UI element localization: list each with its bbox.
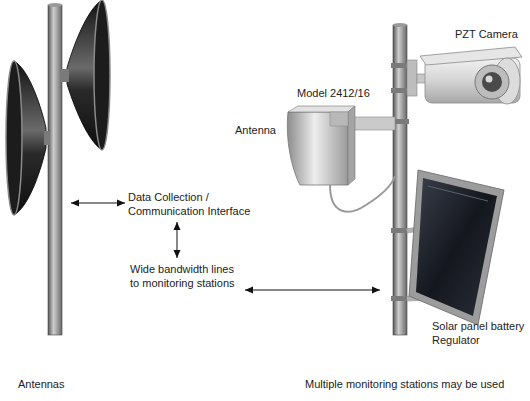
solar-panel-cells: [416, 178, 497, 316]
pole-cap: [393, 23, 407, 27]
arrow-head: [245, 287, 253, 294]
node-text: Data Collection / Communication Interfac…: [128, 190, 268, 218]
part-label: Antenna: [235, 123, 276, 137]
node-text: Wide bandwidth lines to monitoring stati…: [130, 262, 240, 290]
antenna-station: Antennas: [0, 0, 68, 400]
pole-cap: [48, 3, 62, 7]
part-label: PZT Camera: [455, 27, 518, 41]
arrow-line: [177, 222, 178, 258]
arrow-head: [174, 222, 181, 230]
arrow-line: [245, 290, 380, 291]
solar-panel-frame: [409, 170, 504, 325]
arrow-head: [71, 200, 79, 207]
model-label: Model 2412/16: [297, 86, 370, 100]
double-arrow: [71, 200, 125, 207]
camera-lens-ring: [475, 65, 509, 99]
panel-highlight: [428, 186, 488, 201]
clamp-band: [391, 228, 409, 233]
antenna-pole: [48, 5, 62, 335]
node-text: Antennas: [18, 377, 64, 391]
camera-bracket: [407, 60, 417, 96]
arrow-head: [174, 250, 181, 258]
antenna-box-side: [348, 106, 355, 185]
clamp-band: [391, 296, 409, 301]
clamp-band: [391, 88, 409, 93]
dish-rim: [6, 61, 22, 215]
node-text: Multiple monitoring stations may be used: [305, 377, 504, 391]
double-arrow: [245, 287, 380, 294]
double-arrow: [174, 222, 181, 258]
dish-mount: [60, 69, 69, 82]
interface-text-node: Data Collection / Communication Interfac…: [128, 190, 268, 218]
antenna-box-top: [288, 106, 355, 112]
antenna-mount-plate: [330, 112, 348, 126]
antenna-cable: [330, 176, 395, 212]
arrow-head: [372, 287, 380, 294]
antenna-box: [287, 112, 348, 185]
station-pole: [393, 25, 407, 335]
arrow-line: [71, 203, 125, 204]
camera-housing: [425, 58, 520, 103]
arrow-head: [117, 200, 125, 207]
antenna-bracket: [352, 117, 395, 130]
part-label: Solar panel battery Regulator: [432, 319, 530, 347]
dish-rim: [94, 0, 110, 150]
camera-lens: [482, 72, 502, 92]
lens-highlight: [486, 76, 493, 83]
dish-mount: [44, 131, 50, 145]
lines-text-node: Wide bandwidth lines to monitoring stati…: [130, 262, 240, 290]
clamp-band: [391, 63, 409, 68]
